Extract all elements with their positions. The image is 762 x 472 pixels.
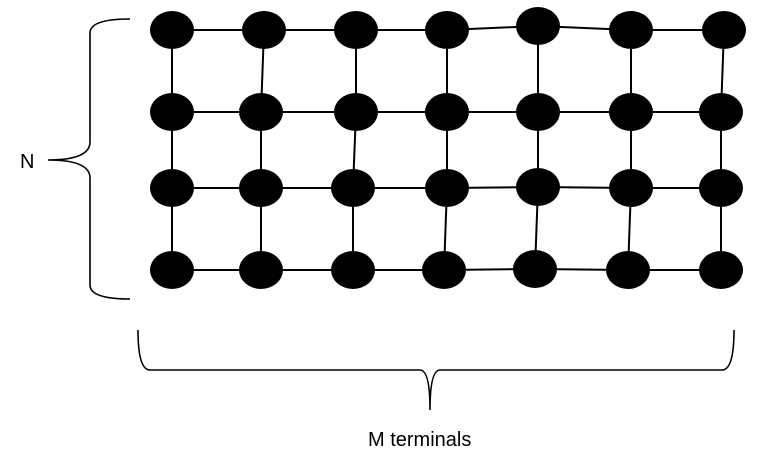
- grid-node: [150, 11, 194, 49]
- grid-node: [609, 169, 653, 207]
- grid-node: [699, 251, 743, 289]
- grid-node: [425, 11, 469, 49]
- grid-node: [331, 169, 375, 207]
- grid-node: [239, 169, 283, 207]
- grid-node: [609, 93, 653, 131]
- grid-node: [516, 168, 560, 206]
- grid-node: [516, 93, 560, 131]
- grid-node: [242, 11, 286, 49]
- m-brace: [137, 329, 735, 411]
- grid-node: [239, 251, 283, 289]
- grid-node: [334, 93, 378, 131]
- grid-node: [609, 11, 653, 49]
- grid-node: [606, 251, 650, 289]
- grid-node: [150, 93, 194, 131]
- grid-node: [334, 11, 378, 49]
- grid-node: [516, 7, 560, 45]
- grid-node: [239, 93, 283, 131]
- grid-node: [702, 11, 746, 49]
- grid-edges: [171, 25, 725, 271]
- grid-node: [331, 251, 375, 289]
- grid-node: [150, 169, 194, 207]
- grid-node: [150, 251, 194, 289]
- grid-node: [425, 169, 469, 207]
- grid-node: [422, 251, 466, 289]
- m-terminals-label: M terminals: [368, 429, 471, 451]
- grid-node: [699, 93, 743, 131]
- grid-node: [699, 169, 743, 207]
- grid-node: [513, 250, 557, 288]
- n-brace: [47, 18, 131, 300]
- grid-nodes: [150, 7, 746, 289]
- n-label: N: [20, 151, 34, 173]
- grid-node: [425, 93, 469, 131]
